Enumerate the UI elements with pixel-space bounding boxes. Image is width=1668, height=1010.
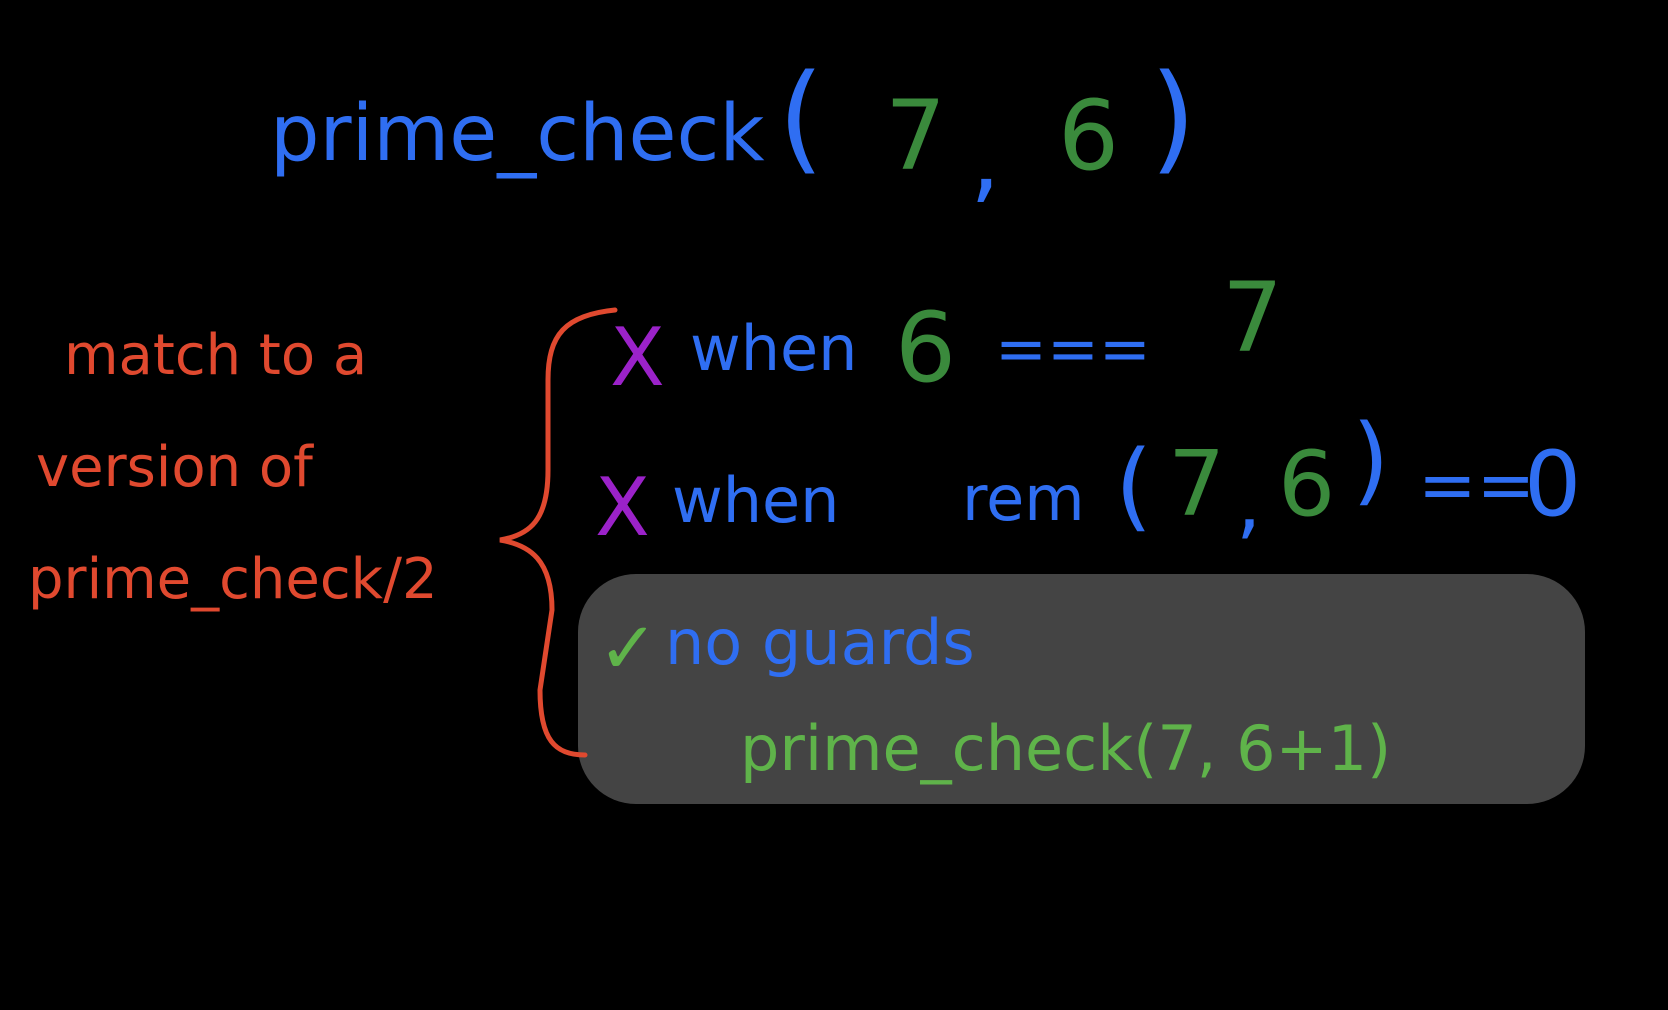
- clause-2-arg2: 6: [1278, 432, 1336, 537]
- clause-2-keyword: when: [672, 464, 840, 537]
- clause-2-op: ==: [1418, 444, 1536, 526]
- clause-1-op: ===: [995, 312, 1151, 385]
- clause-3-accept-mark: ✓: [598, 606, 659, 690]
- main-call-open-paren: (: [778, 48, 825, 186]
- clause-2-func: rem: [962, 462, 1085, 535]
- side-label-line2: version of: [36, 435, 313, 500]
- main-call-name: prime_check: [270, 89, 765, 179]
- clause-1-reject-mark: X: [610, 311, 665, 404]
- brace-path: [499, 307, 618, 758]
- clause-1-right: 7: [1222, 262, 1284, 374]
- side-label-line3: prime_check/2: [28, 547, 438, 612]
- matched-clause-highlight: [578, 574, 1585, 804]
- clause-3-call: prime_check(7, 6+1): [740, 712, 1392, 785]
- clause-2-comma: ,: [1236, 455, 1262, 548]
- main-call-arg1: 7: [885, 80, 947, 192]
- clause-2-arg1: 7: [1168, 432, 1226, 537]
- clause-2-close-paren: ): [1352, 404, 1390, 516]
- clause-1-left: 6: [895, 292, 957, 404]
- side-label-line1: match to a: [64, 323, 368, 388]
- clause-1-keyword: when: [690, 312, 858, 385]
- main-call-close-paren: ): [1150, 48, 1197, 186]
- clause-2-open-paren: (: [1115, 430, 1153, 542]
- clause-2-right: 0: [1524, 432, 1582, 537]
- main-call-comma: ,: [970, 102, 1001, 214]
- main-call-arg2: 6: [1058, 80, 1120, 192]
- clause-2-reject-mark: X: [595, 461, 650, 554]
- clause-3-label: no guards: [665, 606, 975, 679]
